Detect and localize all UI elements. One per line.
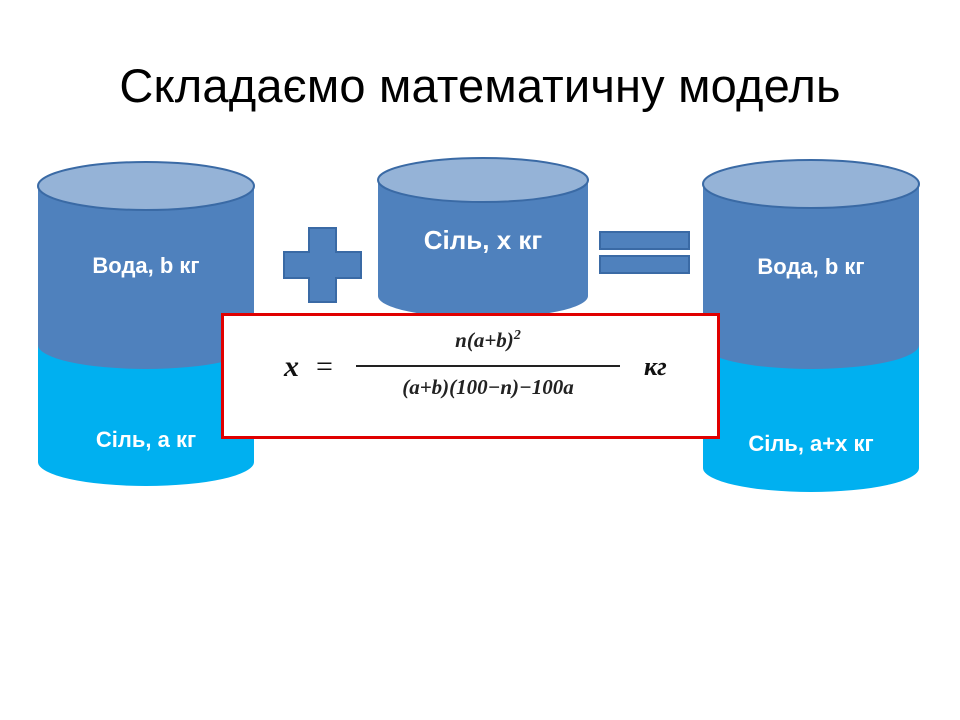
formula-lhs: x: [284, 350, 299, 383]
middle-vessel: Сіль, х кг: [377, 157, 589, 318]
left-vessel-top: [37, 161, 255, 211]
right-water-body: [703, 184, 919, 369]
formula-equals: =: [316, 350, 333, 383]
right-salt-label: Сіль, а+х кг: [748, 431, 873, 456]
formula-fraction: n(a+b)2 (a+b)(100−n)−100a: [352, 328, 624, 412]
equals-sign: [599, 231, 690, 274]
formula-fraction-bar: [356, 365, 620, 367]
right-vessel: Вода, b кг Сіль, а+х кг: [702, 159, 920, 492]
formula-unit: кг: [644, 352, 667, 381]
formula-numerator-text: n(a+b): [455, 328, 514, 352]
right-vessel-top: [702, 159, 920, 209]
middle-salt-body: [378, 180, 588, 318]
left-vessel: Вода, b кг Сіль, а кг: [37, 161, 255, 486]
left-salt-label: Сіль, а кг: [96, 427, 196, 452]
formula-numerator-power: 2: [513, 328, 521, 343]
formula-box: x = n(a+b)2 (a+b)(100−n)−100a кг: [221, 313, 720, 439]
slide-title: Складаємо математичну модель: [119, 59, 841, 112]
left-salt-body: [38, 345, 254, 486]
right-water-label: Вода, b кг: [757, 254, 864, 279]
left-water-body: [38, 186, 254, 369]
left-water-label: Вода, b кг: [92, 253, 199, 278]
formula-denominator: (a+b)(100−n)−100a: [402, 375, 574, 399]
middle-salt-label: Сіль, х кг: [424, 225, 543, 255]
right-salt-body: [703, 345, 919, 492]
middle-vessel-top: [377, 157, 589, 203]
plus-sign: [283, 227, 362, 303]
formula-numerator: n(a+b)2: [352, 328, 624, 353]
